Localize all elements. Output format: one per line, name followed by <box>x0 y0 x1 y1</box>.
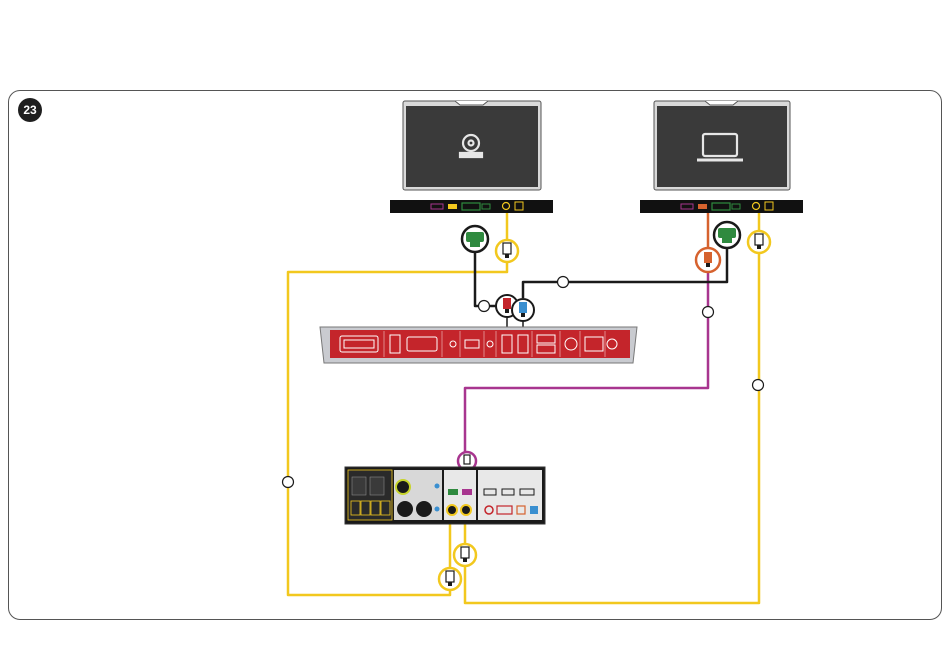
marker-black-right <box>558 277 569 288</box>
cables <box>288 212 759 603</box>
marker-right-yellow <box>753 380 764 391</box>
hdmi-connector-right-icon <box>748 231 770 253</box>
dvi-connector-left-icon <box>462 226 488 252</box>
marker-left-yellow <box>283 477 294 488</box>
dvi-connector-right-icon <box>714 222 740 248</box>
connector-callouts <box>439 222 770 590</box>
blue-connector-icon <box>512 299 534 321</box>
marker-magenta <box>703 307 714 318</box>
codec-unit <box>320 327 637 363</box>
hdmi-connector-bottom-1-icon <box>454 544 476 566</box>
monitor-right <box>640 101 803 213</box>
hdmi-cable-left-monitor <box>288 262 507 595</box>
dvi-cable-left <box>475 252 496 306</box>
monitor-left <box>390 101 553 213</box>
hdmi-connector-left-icon <box>496 240 518 262</box>
marker-black-left <box>479 301 490 312</box>
camera-unit <box>345 467 545 524</box>
orange-connector-icon <box>696 248 720 272</box>
hdmi-connector-bottom-2-icon <box>439 568 461 590</box>
